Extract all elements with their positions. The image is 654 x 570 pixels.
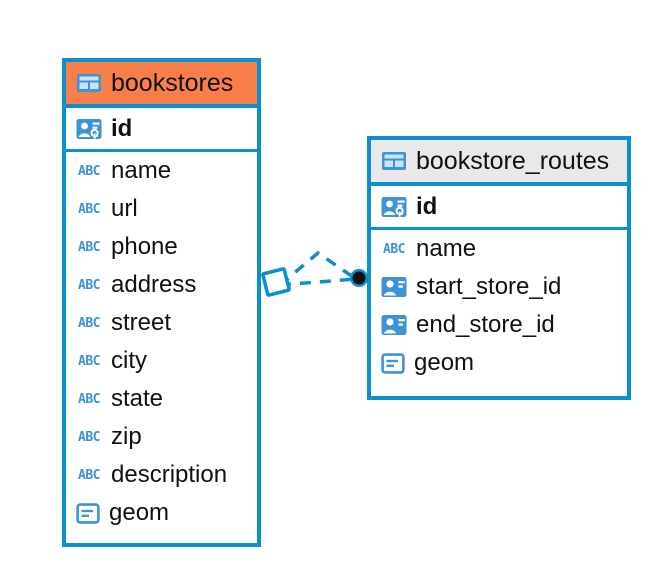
field-label: state xyxy=(111,385,164,412)
entity-title: bookstores xyxy=(111,68,234,97)
field-row-geom[interactable]: geom xyxy=(371,344,627,382)
relationship-diamond-marker xyxy=(261,267,291,297)
field-label: address xyxy=(111,271,197,298)
field-row-id[interactable]: id xyxy=(66,108,257,152)
primary-key-icon xyxy=(381,196,407,217)
text-abc-icon: ABC xyxy=(78,315,100,331)
field-label: end_store_id xyxy=(416,311,555,338)
field-label: url xyxy=(111,195,138,222)
text-abc-icon: ABC xyxy=(78,201,100,217)
field-label: geom xyxy=(414,349,475,376)
field-row-name[interactable]: ABC name xyxy=(371,230,627,268)
field-row-geom[interactable]: geom xyxy=(66,494,257,532)
field-label: id xyxy=(416,192,438,220)
text-abc-icon: ABC xyxy=(78,391,100,407)
field-row-url[interactable]: ABC url xyxy=(66,190,257,228)
field-row-phone[interactable]: ABC phone xyxy=(66,228,257,266)
field-label: phone xyxy=(111,233,178,260)
field-label: name xyxy=(416,235,477,262)
field-label: description xyxy=(111,461,228,488)
text-abc-icon: ABC xyxy=(78,467,100,483)
field-row-address[interactable]: ABC address xyxy=(66,266,257,304)
primary-key-icon xyxy=(76,118,102,139)
field-label: geom xyxy=(109,499,170,526)
entity-header-bookstores[interactable]: bookstores xyxy=(66,62,257,108)
relationship-branch-lower xyxy=(279,277,357,287)
text-abc-icon: ABC xyxy=(78,239,100,255)
field-row-name[interactable]: ABC name xyxy=(66,152,257,190)
text-abc-icon: ABC xyxy=(78,163,100,179)
field-label: city xyxy=(111,347,147,374)
field-row-start-store-id[interactable]: start_store_id xyxy=(371,268,627,306)
geometry-icon xyxy=(381,352,405,374)
entity-title: bookstore_routes xyxy=(416,146,610,175)
foreign-key-icon xyxy=(381,277,407,297)
relationship-circle-marker xyxy=(350,269,368,287)
field-row-zip[interactable]: ABC zip xyxy=(66,418,257,456)
field-label: name xyxy=(111,157,172,184)
field-row-description[interactable]: ABC description xyxy=(66,456,257,494)
foreign-key-icon xyxy=(381,315,407,335)
field-label: zip xyxy=(111,423,142,450)
field-row-state[interactable]: ABC state xyxy=(66,380,257,418)
field-label: street xyxy=(111,309,172,336)
entity-bookstore-routes[interactable]: bookstore_routes id ABC name xyxy=(367,136,631,400)
field-row-id[interactable]: id xyxy=(371,186,627,230)
field-row-street[interactable]: ABC street xyxy=(66,304,257,342)
table-icon xyxy=(77,74,101,92)
text-abc-icon: ABC xyxy=(78,429,100,445)
text-abc-icon: ABC xyxy=(78,353,100,369)
field-label: start_store_id xyxy=(416,273,562,300)
text-abc-icon: ABC xyxy=(383,241,405,257)
geometry-icon xyxy=(76,502,100,524)
text-abc-icon: ABC xyxy=(78,277,100,293)
table-icon xyxy=(382,152,406,170)
field-row-end-store-id[interactable]: end_store_id xyxy=(371,306,627,344)
field-row-city[interactable]: ABC city xyxy=(66,342,257,380)
entity-bookstores[interactable]: bookstores id ABC name ABC url ABC xyxy=(62,58,261,547)
entity-header-bookstore-routes[interactable]: bookstore_routes xyxy=(371,140,627,186)
relationship-branch-upper xyxy=(278,250,357,287)
field-label: id xyxy=(111,114,133,142)
